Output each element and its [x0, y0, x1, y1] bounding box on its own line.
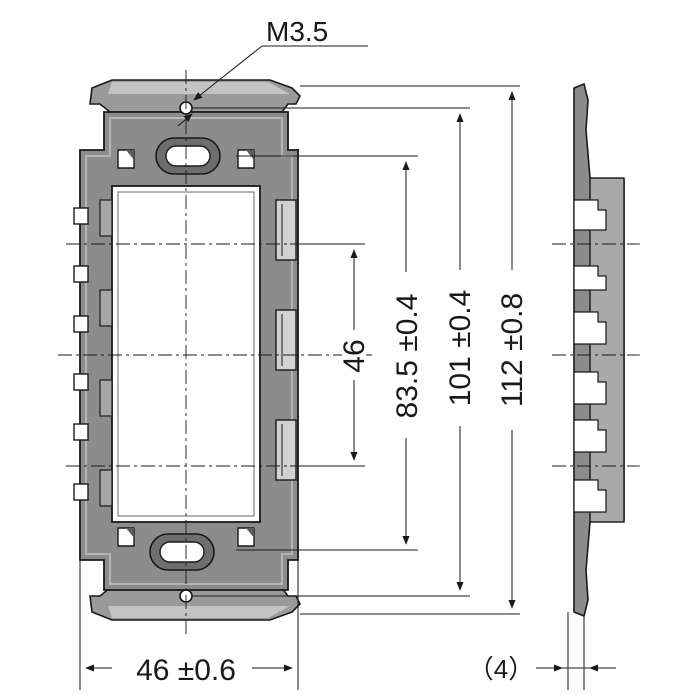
bottom-mounting-slot — [149, 533, 215, 571]
inner-dimension-label: 46 — [338, 339, 371, 372]
corner-tabs — [117, 149, 255, 547]
width-label: 46 ±0.6 — [136, 654, 236, 687]
left-side-tabs — [73, 207, 89, 501]
screw-size-label: M3.5 — [266, 16, 328, 47]
depth-label: （4） — [468, 654, 534, 684]
hole-pitch-label: 83.5 ±0.4 — [391, 294, 424, 419]
mid-height-label: 101 ±0.4 — [444, 290, 477, 407]
top-mounting-slot — [155, 137, 221, 175]
mounting-frame-side-view — [552, 82, 640, 618]
right-side-latches — [275, 199, 297, 481]
total-height-label: 112 ±0.8 — [496, 293, 529, 407]
center-lines — [58, 70, 375, 635]
